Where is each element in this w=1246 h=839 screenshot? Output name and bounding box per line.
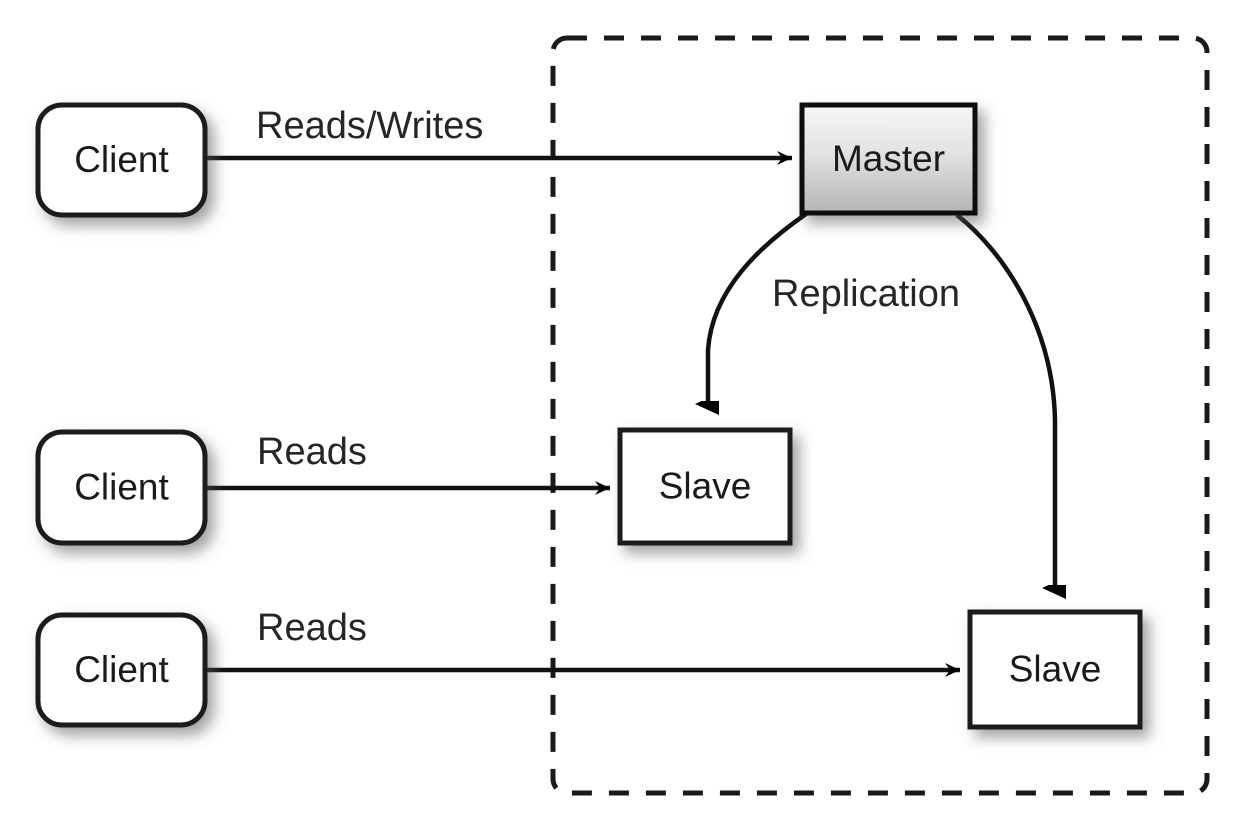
node-label-client-3: Client [74,649,169,690]
edge-master-to-slave2-replication [955,213,1055,588]
node-label-slave-1: Slave [659,465,752,506]
node-client-3[interactable]: Client [35,612,208,728]
node-label-master: Master [832,138,945,179]
edge-label-reads-slave2: Reads [257,607,367,649]
node-label-client-2: Client [74,466,169,507]
node-label-client-1: Client [74,139,169,180]
edge-label-reads-writes: Reads/Writes [256,105,483,147]
edge-label-reads-slave1: Reads [257,431,367,473]
node-label-slave-2: Slave [1009,648,1102,689]
edge-label-replication: Replication [772,273,960,315]
node-slave-2[interactable]: Slave [967,609,1143,730]
edge-master-to-slave1-replication [708,212,808,404]
node-client-1[interactable]: Client [35,102,208,218]
node-slave-1[interactable]: Slave [617,427,793,546]
database-cluster-boundary [550,35,1210,796]
node-master[interactable]: Master [799,102,978,216]
node-client-2[interactable]: Client [35,429,208,546]
